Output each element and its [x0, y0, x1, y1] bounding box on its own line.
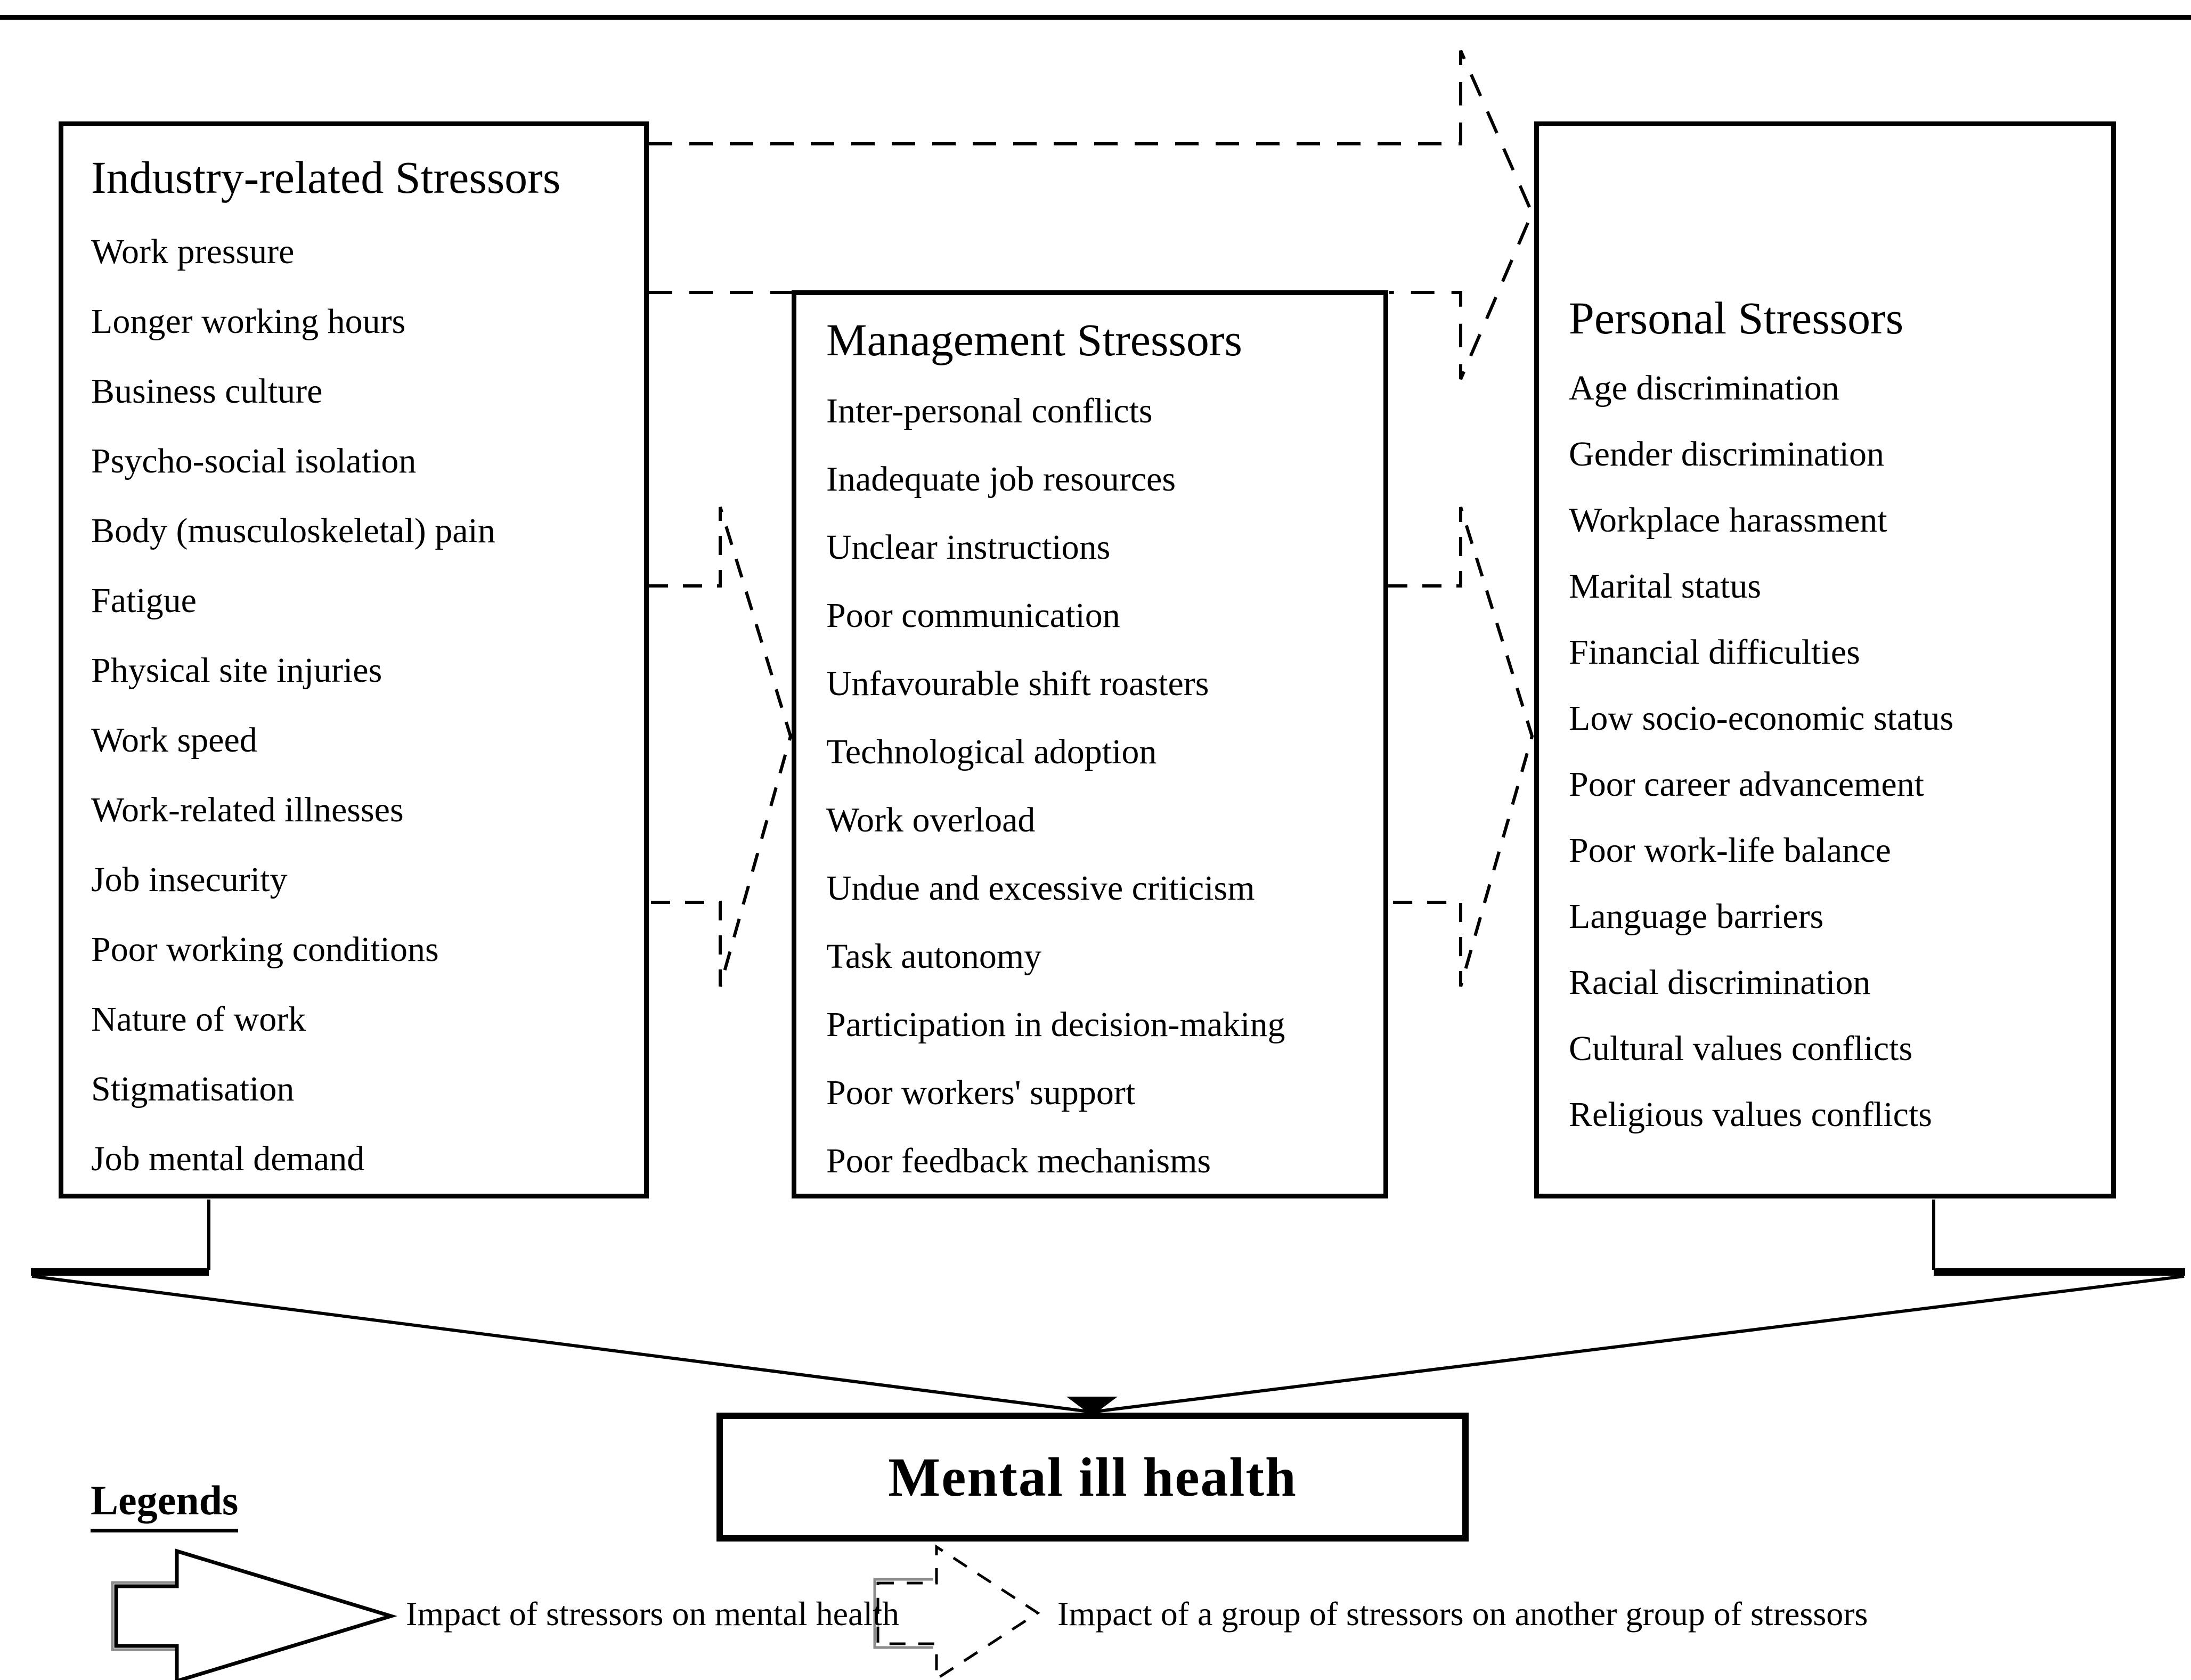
stressor-item: Unclear instructions — [826, 528, 1111, 567]
stressor-item: Technological adoption — [826, 732, 1157, 771]
stressor-item: Age discrimination — [1569, 369, 1839, 407]
stressor-item: Job mental demand — [91, 1139, 365, 1178]
stressor-item: Low socio-economic status — [1569, 699, 1954, 738]
stressor-item: Longer working hours — [91, 302, 406, 341]
industry-stressors-title: Industry-related Stressors — [91, 152, 561, 203]
stressor-item: Unfavourable shift roasters — [826, 664, 1209, 703]
stressor-item: Work overload — [826, 801, 1036, 839]
stressor-item: Poor workers' support — [826, 1073, 1136, 1112]
management-to-personal-dashed-arrow — [1388, 507, 1534, 987]
industry-to-management-dashed-arrow — [649, 507, 793, 987]
mental-ill-health-label: Mental ill health — [888, 1446, 1297, 1508]
funnel-arrowhead — [1066, 1397, 1118, 1416]
stressor-item: Financial difficulties — [1569, 633, 1860, 672]
stressor-item: Religious values conflicts — [1569, 1095, 1932, 1134]
stressor-item: Task autonomy — [826, 937, 1042, 976]
stressor-item: Inter-personal conflicts — [826, 392, 1153, 430]
legend-title: Legends — [91, 1477, 239, 1532]
stressor-item: Language barriers — [1569, 897, 1824, 936]
stressor-item: Work speed — [91, 721, 257, 760]
stressor-item: Workplace harassment — [1569, 501, 1887, 540]
funnel-right-diagonal — [1095, 1275, 2185, 1413]
stressor-item: Poor work-life balance — [1569, 831, 1891, 870]
industry-to-personal-dashed-arrow — [649, 50, 1534, 380]
stressor-item: Inadequate job resources — [826, 460, 1176, 499]
legend-solid-arrow-shadow — [111, 1581, 177, 1651]
stressor-item: Gender discrimination — [1569, 435, 1885, 474]
management-stressors-box: Management Stressors Inter-personal conf… — [792, 290, 1388, 1198]
stressor-item: Physical site injuries — [91, 651, 382, 690]
stressor-item: Work-related illnesses — [91, 790, 404, 829]
stressor-item: Body (musculoskeletal) pain — [91, 511, 495, 550]
industry-stressors-box: Industry-related Stressors Work pressure… — [59, 121, 649, 1198]
stressor-item: Poor career advancement — [1569, 765, 1924, 804]
stressor-item: Fatigue — [91, 581, 197, 620]
legend-entry-label: Impact of a group of stressors on anothe… — [1057, 1595, 1868, 1633]
legend-dashed-arrow-shadow — [873, 1578, 933, 1649]
stressor-item: Poor working conditions — [91, 930, 439, 969]
legend-solid-arrow-icon — [114, 1548, 398, 1680]
stressor-item: Marital status — [1569, 567, 1762, 606]
legend-entry-label: Impact of stressors on mental health — [406, 1595, 899, 1633]
stressor-item: Poor feedback mechanisms — [826, 1141, 1211, 1180]
personal-stressors-title: Personal Stressors — [1569, 292, 1904, 344]
stressor-item: Work pressure — [91, 232, 295, 271]
stressor-item: Nature of work — [91, 1000, 306, 1039]
legend-dashed-arrow-icon — [876, 1544, 1040, 1680]
management-stressors-title: Management Stressors — [826, 314, 1243, 365]
top-rule — [0, 15, 2191, 20]
stressor-item: Stigmatisation — [91, 1070, 295, 1108]
stressor-item: Psycho-social isolation — [91, 442, 417, 480]
mental-ill-health-box: Mental ill health — [716, 1413, 1469, 1542]
stressor-item: Business culture — [91, 372, 323, 411]
stressor-item: Cultural values conflicts — [1569, 1029, 1913, 1068]
funnel-left-diagonal — [31, 1275, 1089, 1413]
stressor-item: Participation in decision-making — [826, 1005, 1285, 1044]
stressor-item: Job insecurity — [91, 860, 288, 899]
stressor-item: Poor communication — [826, 596, 1120, 635]
stressor-item: Undue and excessive criticism — [826, 869, 1255, 908]
stressor-item: Racial discrimination — [1569, 963, 1871, 1002]
